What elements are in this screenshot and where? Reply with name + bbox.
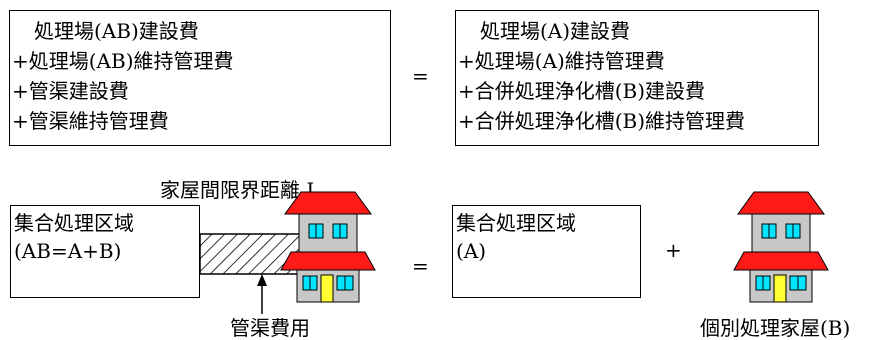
bottom-equals-sign: = bbox=[412, 254, 429, 278]
left-area-line-2: (AB=A+B) bbox=[14, 239, 122, 263]
house-distance-label: 家屋間限界距離 L bbox=[160, 178, 320, 202]
house-icon bbox=[733, 191, 829, 303]
left-cost-line-2: +処理場(AB)維持管理費 bbox=[12, 49, 234, 73]
right-area-line-1: 集合処理区域 bbox=[456, 211, 576, 235]
left-cost-line-3: +管渠建設費 bbox=[12, 79, 129, 103]
left-cost-line-1: 処理場(AB)建設費 bbox=[34, 19, 199, 43]
right-cost-box: 処理場(A)建設費 +処理場(A)維持管理費 +合併処理浄化槽(B)建設費 +合… bbox=[455, 10, 819, 146]
pipe-cost-label: 管渠費用 bbox=[230, 316, 310, 340]
left-cost-line-4: +管渠維持管理費 bbox=[12, 109, 169, 133]
left-collective-area-box: 集合処理区域 (AB=A+B) bbox=[10, 205, 200, 298]
plus-sign: + bbox=[665, 238, 682, 262]
individual-house-label: 個別処理家屋(B) bbox=[700, 316, 851, 340]
left-cost-box: 処理場(AB)建設費 +処理場(AB)維持管理費 +管渠建設費 +管渠維持管理費 bbox=[9, 10, 391, 146]
right-cost-line-1: 処理場(A)建設費 bbox=[480, 19, 631, 43]
top-equals-sign: = bbox=[412, 64, 429, 88]
right-cost-line-3: +合併処理浄化槽(B)建設費 bbox=[458, 79, 706, 103]
house-icon bbox=[280, 191, 376, 303]
right-collective-area-box: 集合処理区域 (A) bbox=[452, 205, 641, 298]
right-cost-line-4: +合併処理浄化槽(B)維持管理費 bbox=[458, 109, 746, 133]
right-cost-line-2: +処理場(A)維持管理費 bbox=[458, 49, 665, 73]
arrow-up-icon bbox=[257, 274, 267, 314]
right-area-line-2: (A) bbox=[456, 239, 487, 263]
left-area-line-1: 集合処理区域 bbox=[14, 211, 134, 235]
